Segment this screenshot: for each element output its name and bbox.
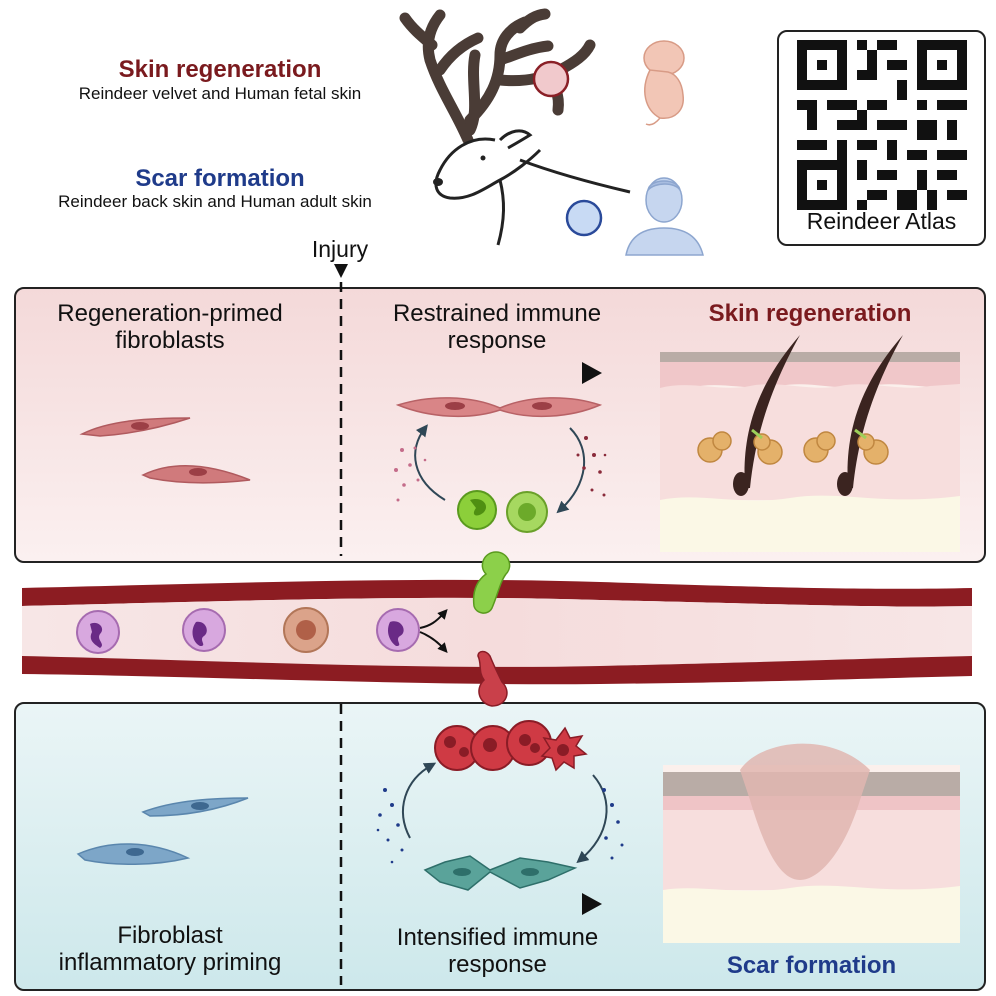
injury-marker-icon: [334, 264, 348, 278]
regeneration-primed-line2: fibroblasts: [115, 327, 225, 354]
qr-code-icon: [797, 40, 967, 210]
qr-code-card[interactable]: Reindeer Atlas: [777, 30, 986, 246]
fibroblast-priming-label: Fibroblast inflammatory priming: [25, 922, 315, 976]
qr-label: Reindeer Atlas: [806, 208, 957, 234]
intensified-immune-line2: response: [448, 951, 547, 978]
restrained-immune-label: Restrained immune response: [362, 300, 632, 354]
extravasating-cell-red: [477, 650, 508, 707]
leukocytes: [76, 607, 420, 654]
injury-label: Injury: [311, 236, 369, 262]
scar-skin-illustration: [663, 743, 960, 943]
legend-scar-subtitle: Reindeer back skin and Human adult skin: [58, 192, 372, 211]
legend-regen-subtitle: Reindeer velvet and Human fetal skin: [78, 84, 362, 103]
fibroblast-priming-line2: inflammatory priming: [58, 949, 282, 976]
reindeer-illustration: [399, 8, 704, 256]
intensified-immune-label: Intensified immune response: [355, 924, 640, 978]
regeneration-primed-line1: Regeneration-primed: [57, 300, 283, 327]
scar-formation-outcome: Scar formation: [726, 952, 897, 979]
legend-scar-title: Scar formation: [135, 165, 305, 192]
extravasating-cell-green: [472, 551, 511, 614]
fibroblast-priming-line1: Fibroblast: [117, 922, 223, 949]
legend-regen-title: Skin regeneration: [118, 56, 322, 83]
activated-fibroblast: [395, 397, 603, 418]
regenerated-skin-illustration: [660, 335, 960, 552]
regeneration-primed-label: Regeneration-primed fibroblasts: [25, 300, 315, 354]
myofibroblasts: [423, 855, 578, 891]
restrained-immune-line1: Restrained immune: [392, 300, 602, 327]
inflammatory-cells: [434, 720, 588, 772]
restrained-immune-line2: response: [447, 327, 547, 354]
skin-regeneration-outcome: Skin regeneration: [708, 300, 912, 327]
intensified-immune-line1: Intensified immune: [396, 924, 599, 951]
